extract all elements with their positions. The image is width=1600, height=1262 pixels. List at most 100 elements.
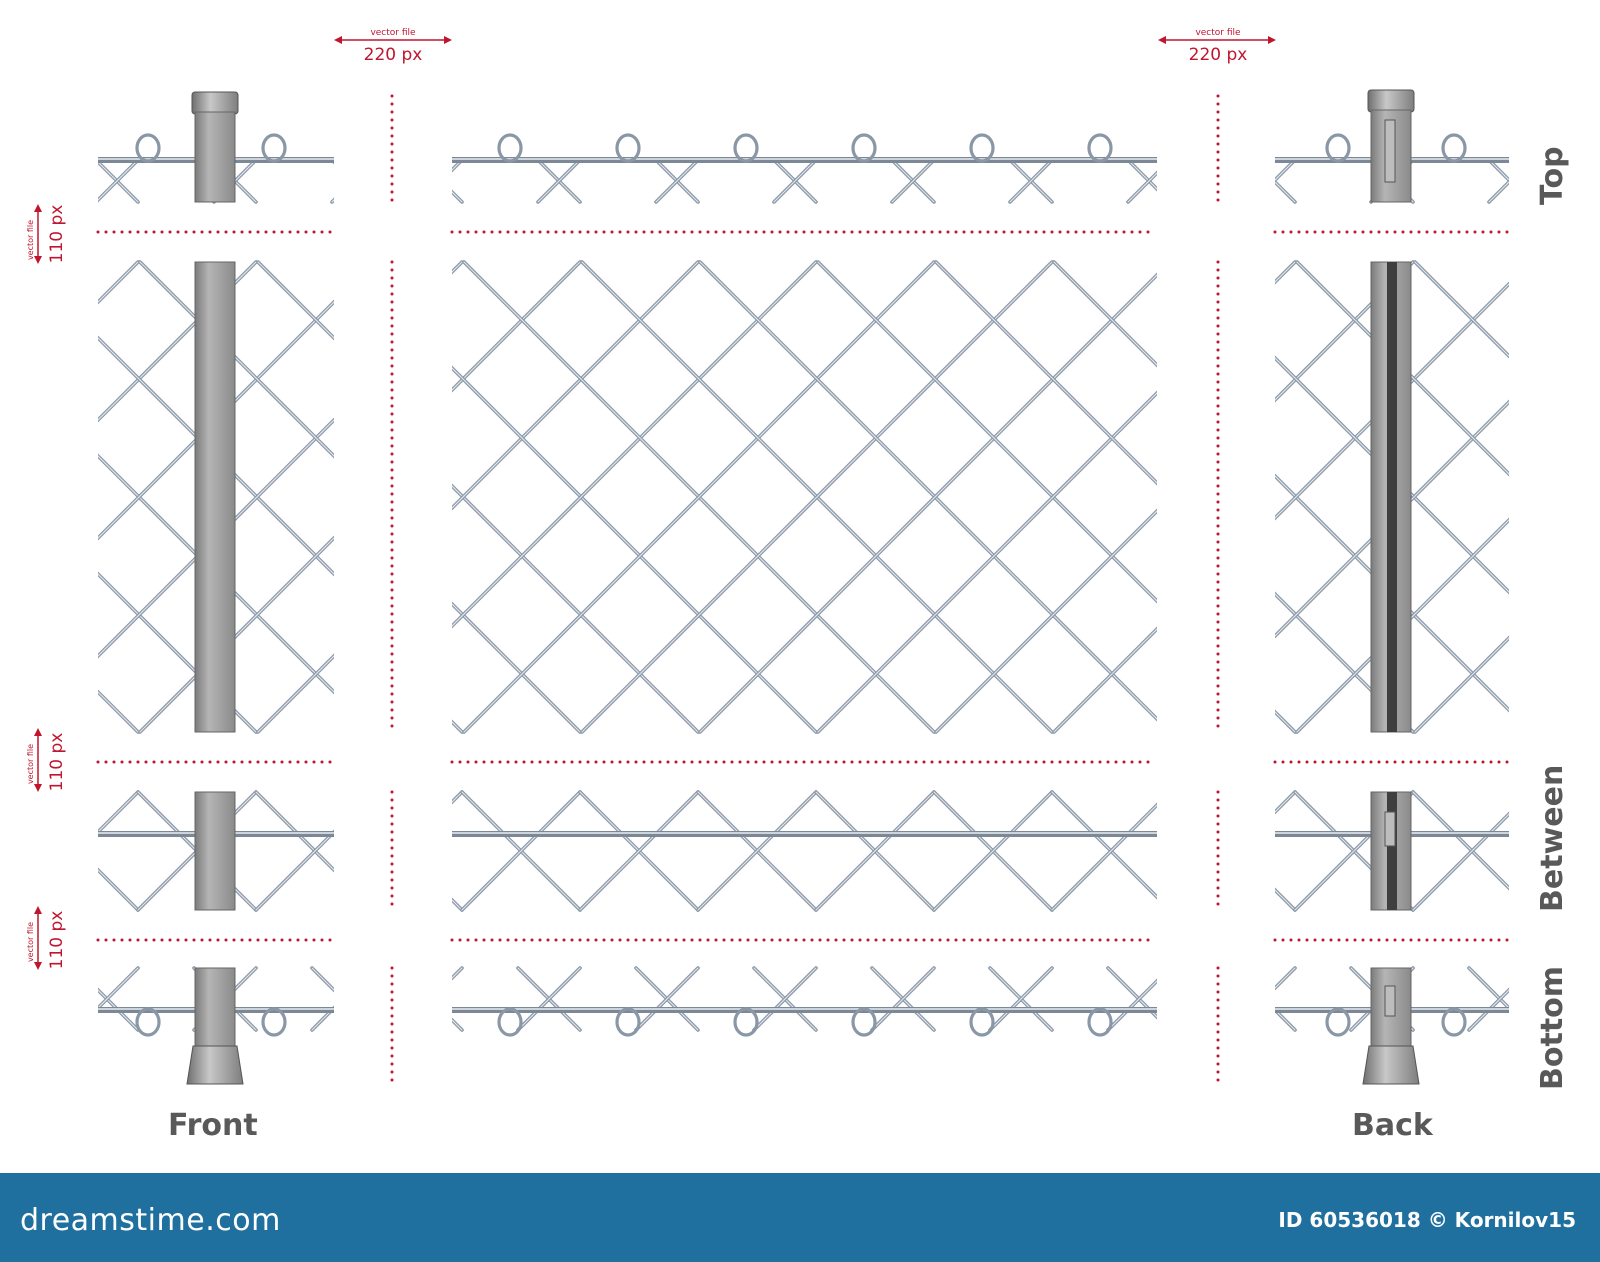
mesh-wire-highlight	[699, 274, 1157, 733]
mesh-wire-highlight	[1135, 160, 1177, 202]
mesh-wire-highlight	[1587, 968, 1600, 1030]
mesh-wire-highlight	[989, 967, 1053, 1031]
mesh-wire	[1413, 260, 1509, 359]
mesh-wire	[376, 262, 846, 732]
mesh-wire-highlight	[452, 261, 581, 391]
mesh-wire	[0, 792, 20, 910]
mesh-wire	[1587, 968, 1600, 1030]
mesh-wire-highlight	[98, 691, 139, 733]
mesh-wire-highlight	[1059, 792, 1177, 910]
mesh-wire	[0, 262, 344, 732]
mesh-wire	[1587, 968, 1600, 1030]
mesh-wire-highlight	[98, 261, 139, 303]
back-post-cap	[1367, 89, 1415, 113]
mesh-wire-highlight	[376, 262, 846, 732]
mesh-wire-highlight	[1246, 160, 1288, 202]
mesh-wire-highlight	[1275, 401, 1509, 637]
mesh-wire	[226, 792, 344, 910]
mesh-wire	[0, 262, 20, 732]
front-post-cap	[191, 91, 239, 115]
mesh-wire-highlight	[430, 968, 492, 1030]
mesh-wire	[452, 897, 464, 912]
dimension-left-2-caption: vector file	[26, 744, 35, 784]
mesh-wire	[1135, 160, 1177, 202]
mesh-wire-highlight	[98, 261, 257, 421]
mesh-wire	[98, 689, 140, 734]
mesh-wire-highlight	[1488, 159, 1509, 181]
mesh-wire	[0, 968, 20, 1030]
mesh-wire-highlight	[0, 262, 344, 732]
mesh-wire-highlight	[579, 791, 699, 911]
rails	[98, 157, 1509, 1013]
mesh-wire-highlight	[1414, 637, 1509, 733]
mesh-wire-highlight	[1533, 262, 1600, 732]
mesh-wire-highlight	[452, 159, 463, 171]
back-label: Back	[1352, 1108, 1433, 1143]
dimension-left-2-arrows	[34, 728, 42, 792]
mesh-wire-highlight	[1170, 792, 1288, 910]
mesh-wire-highlight	[1275, 791, 1296, 813]
mesh-wire-highlight	[311, 1007, 334, 1031]
back-post-footing	[1362, 1045, 1420, 1085]
mesh-wire-highlight	[753, 967, 817, 1031]
dimension-top-left-caption: vector file	[370, 28, 416, 38]
mesh-wire	[98, 260, 140, 305]
mesh-wire-highlight	[452, 261, 817, 627]
mesh-wire-highlight	[1275, 593, 1414, 733]
dimension-left-2-value: 110 px	[47, 733, 67, 792]
mesh-wire-highlight	[1135, 160, 1177, 202]
mesh-wire-highlight	[933, 791, 1053, 911]
dimension-top-right-caption: vector file	[1195, 28, 1241, 38]
dimension-left-1: vector file 110 px	[26, 204, 67, 264]
mesh-wire-highlight	[1107, 980, 1157, 1031]
top-loop	[1441, 133, 1467, 163]
mesh-wire	[1059, 792, 1177, 910]
mesh-wire-highlight	[0, 262, 344, 732]
mesh-wire-highlight	[98, 791, 139, 833]
mesh-wire-highlight	[1275, 1009, 1296, 1031]
mesh-wire-highlight	[0, 262, 20, 732]
dimension-left-3: vector file 110 px	[26, 906, 67, 970]
mesh-wire-highlight	[1115, 968, 1177, 1030]
front-post-top-section	[194, 111, 236, 203]
back-post	[1362, 89, 1420, 1085]
mesh-wire-highlight	[1246, 160, 1288, 202]
back-post-seam	[1387, 262, 1397, 732]
mesh-wire-highlight	[1412, 813, 1509, 911]
mesh-wire	[1413, 635, 1509, 734]
mesh-wire	[374, 792, 492, 910]
brand-logo-text: dreamstime.com	[20, 1203, 281, 1238]
dimension-top-left-value: 220 px	[364, 45, 423, 65]
mesh-wire	[1226, 968, 1288, 1030]
mesh-wire-highlight	[1115, 968, 1177, 1030]
mesh-wire	[0, 792, 20, 910]
mesh-wire-highlight	[1226, 968, 1288, 1030]
mesh-wire	[1135, 160, 1177, 202]
mesh-wire	[452, 790, 464, 805]
mesh-wire-highlight	[98, 967, 139, 1009]
mesh-wire-highlight	[1275, 159, 1296, 181]
mesh-wire-highlight	[1533, 262, 1600, 732]
top-loop	[1325, 133, 1351, 163]
mesh-wire-highlight	[452, 191, 463, 203]
fence-illustration: vector file 220 px vector file 220 px ve…	[0, 28, 1600, 1090]
front-post-middle-section	[194, 261, 236, 733]
bottom-loop	[615, 1007, 641, 1037]
mesh-wire-highlight	[1275, 261, 1414, 401]
mesh-wire-highlight	[1275, 261, 1296, 283]
mesh-wire-highlight	[935, 510, 1157, 733]
mesh-wire	[1246, 160, 1288, 202]
mesh-wire-highlight	[581, 261, 1053, 733]
mesh-wire-highlight	[226, 792, 344, 910]
top-loop	[261, 133, 287, 163]
mesh-wire-highlight	[98, 159, 139, 201]
wire-loops	[135, 133, 1467, 1037]
mesh-wire	[376, 262, 846, 732]
dimension-left-3-caption: vector file	[26, 922, 35, 962]
mesh-wire-highlight	[98, 869, 139, 911]
mesh-wire-highlight	[0, 792, 20, 910]
mesh-wire-highlight	[374, 792, 492, 910]
mesh-wire-highlight	[452, 899, 463, 911]
mesh-wire-highlight	[98, 573, 257, 733]
mesh-wire-highlight	[282, 968, 344, 1030]
